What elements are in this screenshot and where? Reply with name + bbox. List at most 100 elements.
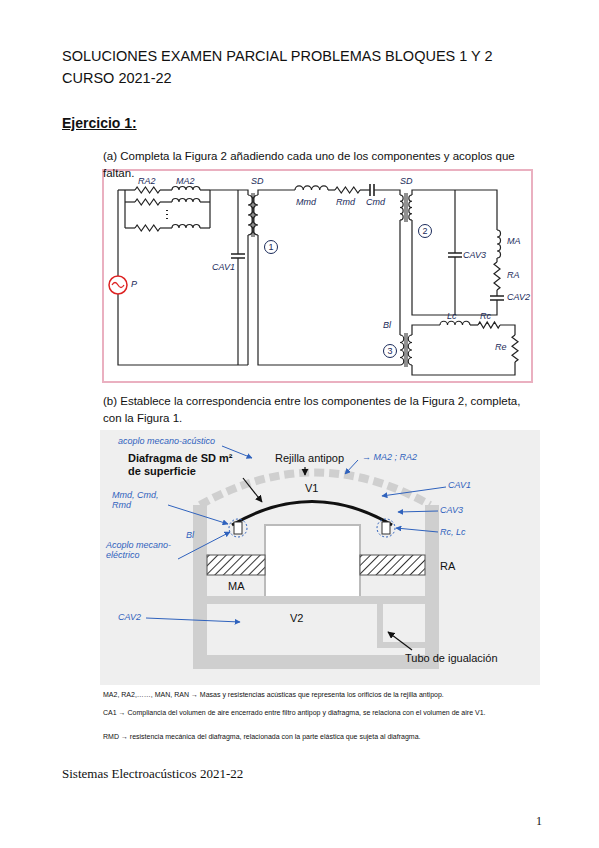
annotation: Bl	[186, 530, 194, 540]
circuit-wire	[237, 190, 238, 254]
circuit-wire	[210, 190, 248, 195]
circuit-wire	[295, 186, 328, 190]
annotation: → MA2 ; RA2	[362, 452, 417, 462]
circuit-wire	[258, 235, 400, 365]
circuit-wire	[258, 190, 295, 195]
annotation: CAV3	[440, 505, 463, 515]
coupling-label: SD	[400, 176, 413, 187]
circuit-wire	[400, 335, 404, 365]
annotation: Rc, Lc	[440, 527, 466, 537]
circuit-wire	[200, 227, 210, 228]
circuit-wire	[160, 201, 172, 202]
circuit-wire	[231, 254, 245, 258]
circuit-wire	[448, 253, 462, 257]
circuit-wire	[172, 187, 200, 190]
circuit-wire	[125, 189, 135, 190]
component-label: Cmd	[366, 197, 385, 208]
circuit-wire	[494, 262, 500, 290]
component-label: Mmd	[296, 197, 316, 208]
annotation: Acoplo mecano-eléctrico	[106, 540, 176, 561]
circuit-wire	[335, 187, 360, 193]
annotation: acoplo mecano-acústico	[118, 436, 215, 446]
callout-number: 1	[264, 240, 278, 254]
coupling-label: Bl	[383, 320, 391, 331]
circuit-wire	[135, 187, 160, 193]
callout-number: 3	[383, 344, 397, 358]
circuit-wire	[117, 190, 118, 276]
component-label: MA2	[176, 176, 195, 187]
coupling-label: SD	[251, 176, 264, 187]
question-text: (b) Establece la correspondencia entre l…	[103, 393, 533, 426]
circuit-wire	[135, 225, 160, 231]
circuit-wire	[124, 190, 125, 228]
circuit-wire	[370, 184, 374, 196]
circuit-wire	[166, 210, 168, 219]
circuit-wire	[405, 193, 407, 222]
circuit-wire	[200, 201, 210, 202]
circuit-wire	[360, 189, 370, 190]
circuit-wire	[405, 333, 407, 367]
page-title: SOLUCIONES EXAMEN PARCIAL PROBLEMAS BLOQ…	[62, 46, 532, 90]
circuit-frame	[103, 170, 532, 382]
component-label: Rmd	[336, 197, 355, 208]
part-label: RA	[440, 560, 455, 573]
circuit-wire	[496, 290, 497, 296]
component-label: CAV3	[463, 250, 486, 261]
annotation: CAV2	[118, 612, 141, 622]
circuit-wire	[490, 296, 504, 300]
component-label: RA	[507, 270, 520, 281]
circuit-wire	[412, 220, 497, 315]
circuit-wire	[118, 294, 248, 365]
circuit-wire	[374, 190, 400, 195]
source-label: P	[131, 279, 137, 290]
annotation: Mmd, Cmd, Rmd	[112, 490, 167, 511]
circuit-wire	[399, 220, 400, 335]
question-text: (a) Completa la Figura 2 añadiendo cada …	[103, 148, 543, 181]
circuit-wire	[454, 190, 455, 253]
note-text: CA1 → Compliancia del volumen de aire en…	[103, 708, 533, 718]
part-label: V2	[290, 612, 303, 625]
circuit-wire	[328, 189, 335, 190]
circuit-wire	[125, 201, 135, 202]
circuit-wire	[247, 235, 248, 365]
footer-text: Sistemas Electroacústicos 2021-22	[62, 766, 243, 782]
circuit-wire	[512, 335, 518, 362]
circuit-wire	[412, 325, 440, 335]
part-label: V1	[305, 482, 318, 495]
circuit-wire	[497, 230, 501, 258]
component-label: Rc	[480, 311, 491, 322]
circuit-wire	[160, 189, 172, 190]
circuit-wire	[400, 195, 403, 220]
circuit-wire	[172, 225, 200, 228]
circuit-wire	[470, 324, 478, 325]
circuit-wire	[478, 322, 500, 328]
circuit-wire	[408, 335, 412, 365]
circuit-wire	[253, 195, 258, 235]
page-number: 1	[536, 814, 542, 828]
annotation: CAV1	[448, 480, 471, 490]
source-wave	[112, 283, 124, 288]
circuit-wire	[125, 227, 135, 228]
circuit-wire	[412, 362, 515, 375]
circuit-wire	[172, 199, 200, 203]
circuit-wire	[118, 189, 125, 190]
part-label: Diafragma de SD m² de superficie	[128, 452, 240, 477]
component-label: CAV1	[212, 262, 235, 273]
exercise-heading: Ejercicio 1:	[62, 115, 137, 132]
circuit-wire	[209, 190, 210, 228]
figure-1	[100, 430, 540, 685]
note-text: RMD → resistencia mecánica del diafragma…	[103, 732, 533, 742]
component-label: MA	[507, 236, 521, 247]
note-text: MA2, RA2,……, MAN, RAN → Masas y resisten…	[103, 690, 533, 700]
component-label: Lc	[447, 311, 457, 322]
circuit-schematic	[118, 184, 518, 375]
component-label: Re	[495, 342, 507, 353]
part-label: Tubo de igualación	[405, 652, 498, 665]
callout-number: 2	[418, 224, 432, 238]
circuit-wire	[409, 195, 412, 220]
circuit-wire	[237, 258, 238, 365]
circuit-wire	[454, 257, 455, 315]
circuit-wire	[135, 199, 160, 205]
component-label: RA2	[138, 176, 156, 187]
circuit-wire	[160, 227, 172, 228]
